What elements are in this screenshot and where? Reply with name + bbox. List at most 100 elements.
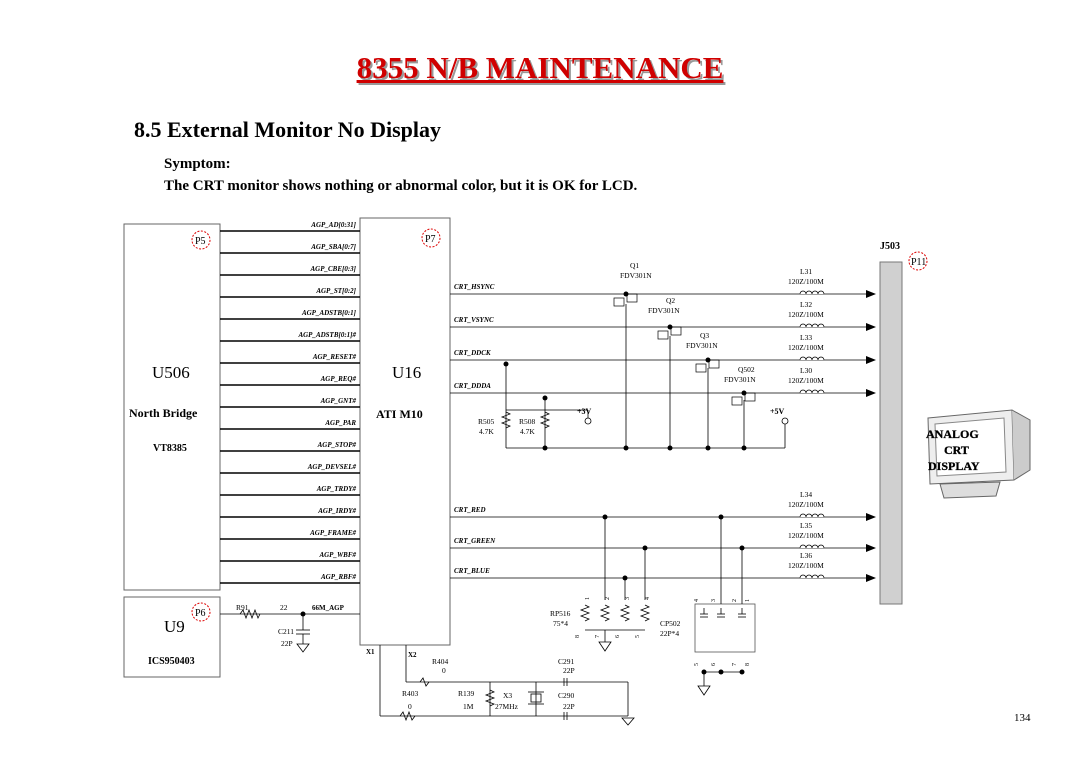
v3-label: +3V	[577, 407, 592, 416]
transistor-ref: Q2	[666, 296, 675, 305]
agp-signal-label: AGP_CBE[0:3]	[310, 265, 357, 273]
transistor-ref: Q1	[630, 261, 639, 270]
inductor-ref: L32	[800, 300, 812, 309]
agp-signal-label: AGP_ST[0:2]	[315, 287, 356, 295]
inductor-symbol	[799, 389, 825, 394]
crt-signal-label: CRT_DDDA	[454, 382, 491, 390]
crt-signal-label: CRT_DDCK	[454, 349, 492, 357]
inductor-ref: L30	[800, 366, 812, 375]
monitor-line2: CRT	[944, 443, 969, 457]
cp502-value: 22P*4	[660, 629, 679, 638]
crt-signal-label: CRT_GREEN	[454, 537, 496, 545]
monitor-line3: DISPLAY	[928, 459, 980, 473]
inductor-ref: L33	[800, 333, 812, 342]
agp-signal-label: AGP_GNT#	[320, 397, 357, 405]
transistor-symbol	[657, 330, 669, 340]
transistor-part: FDV301N	[724, 375, 756, 384]
agp-signal-label: AGP_REQ#	[320, 375, 357, 383]
c291-value: 22P	[563, 666, 575, 675]
agp-signal-label: AGP_STOP#	[317, 441, 357, 449]
pin-number: 8	[575, 635, 581, 638]
r508-value: 4.7K	[520, 427, 535, 436]
c211-value: 22P	[281, 639, 293, 648]
pullup-resistors: R505 4.7K R508 4.7K +3V +5V	[478, 407, 789, 448]
transistor-ref: Q502	[738, 365, 755, 374]
inductor-group: L31120Z/100ML32120Z/100ML33120Z/100ML301…	[788, 267, 825, 579]
r508-ref: R508	[519, 417, 536, 426]
inductor-value: 120Z/100M	[788, 531, 824, 540]
crt-arrow	[866, 290, 876, 298]
pin-number: 6	[711, 663, 717, 666]
page-number: 134	[1014, 712, 1031, 724]
inductor-symbol	[799, 323, 825, 328]
crt-arrow	[866, 356, 876, 364]
c290-value: 22P	[563, 702, 575, 711]
inductor-symbol	[799, 544, 825, 549]
r139-ref: R139	[458, 689, 475, 698]
crt-arrow	[866, 544, 876, 552]
r505-value: 4.7K	[479, 427, 494, 436]
svg-text:P7: P7	[425, 234, 436, 245]
u16-ref: U16	[392, 363, 421, 382]
u506-name: North Bridge	[129, 406, 198, 420]
r505-ref: R505	[478, 417, 495, 426]
page-ref-p11: P11	[908, 251, 928, 271]
j503-ref: J503	[880, 241, 900, 252]
pin-number: 5	[694, 663, 700, 666]
transistor-part: FDV301N	[686, 341, 718, 350]
pin-number: 1	[745, 599, 751, 602]
r91-value: 22	[280, 603, 288, 612]
svg-text:P11: P11	[911, 257, 926, 268]
clock-circuit	[220, 608, 635, 726]
pin-number: 5	[635, 635, 641, 638]
rp516-ref: RP516	[550, 609, 571, 618]
main-title: 8355 N/B MAINTENANCE	[356, 50, 724, 85]
page-ref-p7: P7	[421, 228, 441, 248]
agp-signal-label: AGP_RBF#	[320, 573, 357, 581]
pin-number: 7	[595, 635, 601, 638]
u16-name: ATI M10	[376, 407, 423, 421]
pin-number: 4	[645, 597, 651, 600]
agp-signal-label: AGP_AD[0:31]	[310, 221, 356, 229]
c211-ref: C211	[278, 627, 294, 636]
pin-number: 8	[745, 663, 751, 666]
r403-value: 0	[408, 702, 412, 711]
transistor-symbol	[731, 396, 743, 406]
c291-ref: C291	[558, 657, 575, 666]
agp-signal-label: AGP_RESET#	[312, 353, 357, 361]
agp-signal-label: AGP_ADSTB[0:1]#	[297, 331, 356, 339]
crt-bus: CRT_HSYNC CRT_VSYNC CRT_DDCK CRT_DDDA CRT_RE…	[450, 283, 876, 675]
inductor-value: 120Z/100M	[788, 376, 824, 385]
inductor-symbol	[799, 356, 825, 361]
transistor-symbol	[744, 392, 756, 402]
u9-box	[123, 596, 221, 678]
x3-ref: X3	[503, 691, 512, 700]
rp516-network	[579, 517, 651, 652]
pin-number: 1	[585, 597, 591, 600]
agp-signal-label: AGP_PAR	[324, 419, 356, 427]
rp516-value: 75*4	[553, 619, 568, 628]
j503-connector	[879, 261, 903, 605]
symptom-text: The CRT monitor shows nothing or abnorma…	[164, 178, 638, 194]
pin-number: 2	[732, 599, 738, 602]
crt-signal-label: CRT_RED	[454, 506, 486, 514]
x3-value: 27MHz	[495, 702, 519, 711]
symptom-label: Symptom:	[164, 156, 231, 172]
u506-ref: U506	[152, 363, 190, 382]
inductor-ref: L36	[800, 551, 812, 560]
crt-signal-label: CRT_HSYNC	[454, 283, 495, 291]
inductor-ref: L31	[800, 267, 812, 276]
svg-text:P6: P6	[195, 608, 206, 619]
inductor-value: 120Z/100M	[788, 310, 824, 319]
monitor-line1: ANALOG	[926, 427, 979, 441]
v5-label: +5V	[770, 407, 785, 416]
inductor-symbol	[799, 574, 825, 579]
pin-number: 2	[605, 597, 611, 600]
transistor-part: FDV301N	[648, 306, 680, 315]
u9-ref: U9	[164, 617, 185, 636]
r404-ref: R404	[432, 657, 449, 666]
cp502-ref: CP502	[660, 619, 681, 628]
crt-signal-label: CRT_VSYNC	[454, 316, 494, 324]
r91-ref: R91	[236, 603, 249, 612]
